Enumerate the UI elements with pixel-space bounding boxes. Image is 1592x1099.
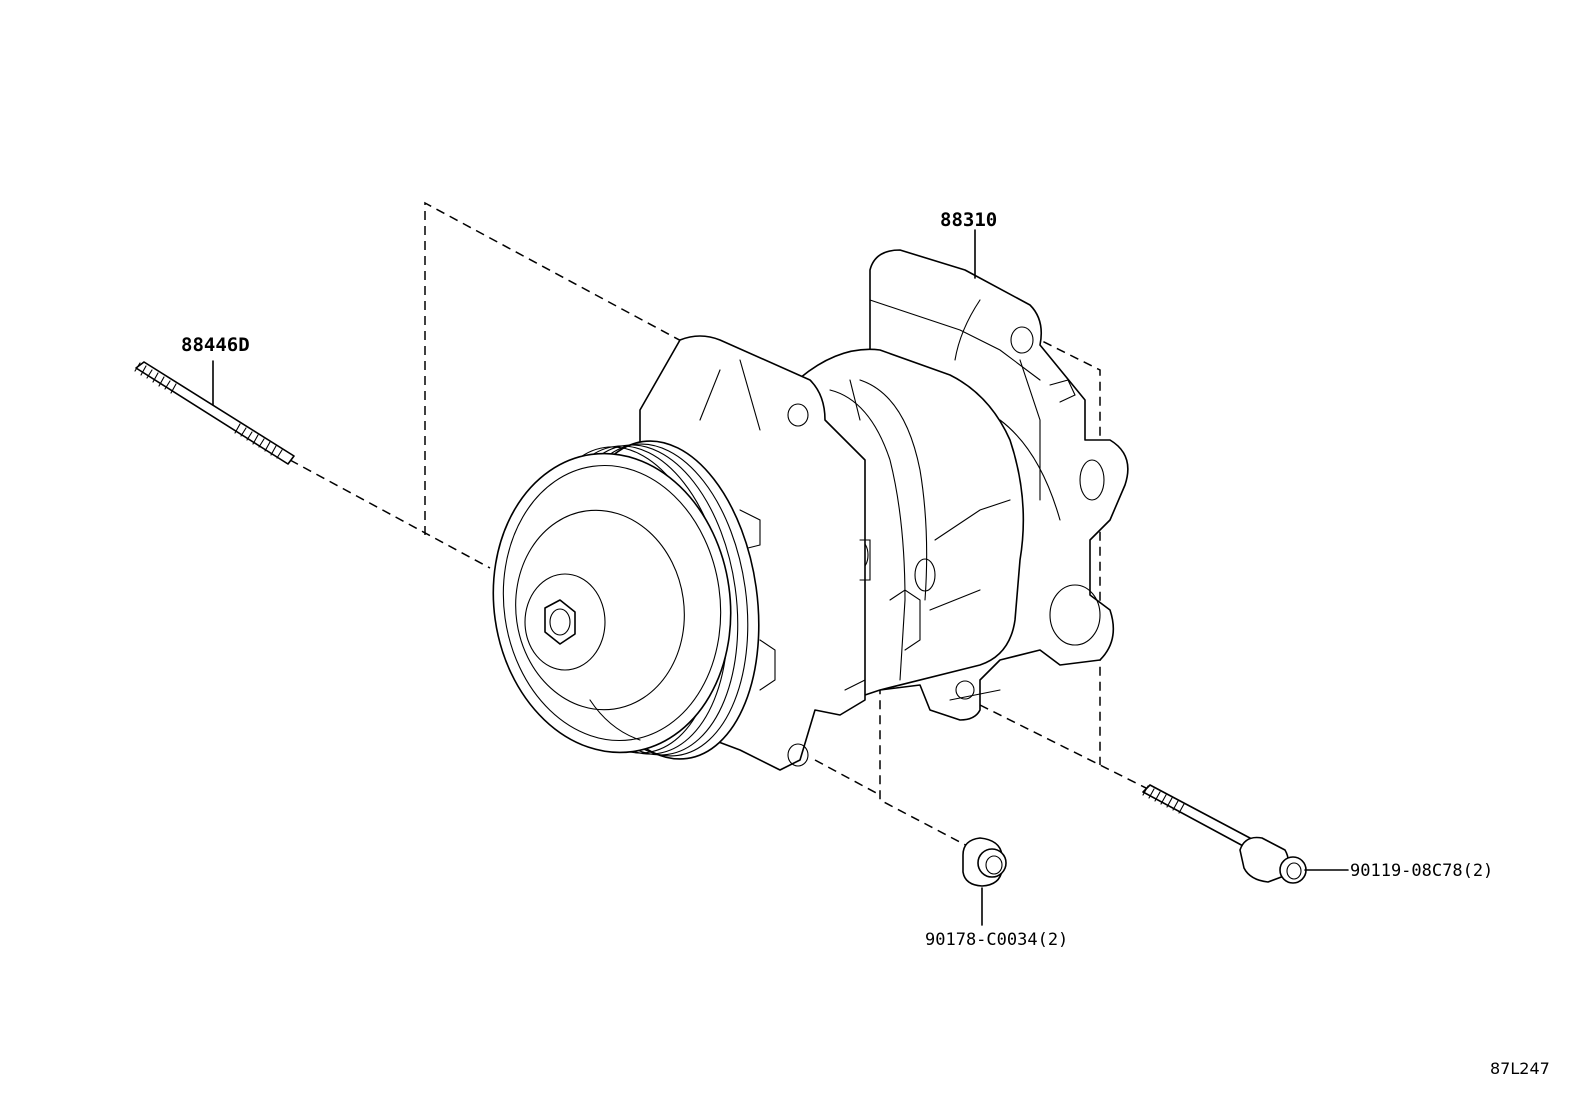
stud-88446d[interactable] bbox=[134, 360, 295, 465]
label-90119-08c78: 90119-08C78(2) bbox=[1350, 861, 1493, 881]
label-88310: 88310 bbox=[940, 209, 997, 231]
compressor-88310[interactable] bbox=[474, 229, 1129, 771]
illustration-code: 87L247 bbox=[1490, 1059, 1550, 1078]
bolt-90119-08c78[interactable] bbox=[1142, 784, 1349, 884]
nut-90178-c0034[interactable] bbox=[962, 837, 1007, 926]
pulley bbox=[492, 440, 760, 760]
label-88446d: 88446D bbox=[181, 334, 250, 356]
label-90178-c0034: 90178-C0034(2) bbox=[925, 930, 1068, 950]
